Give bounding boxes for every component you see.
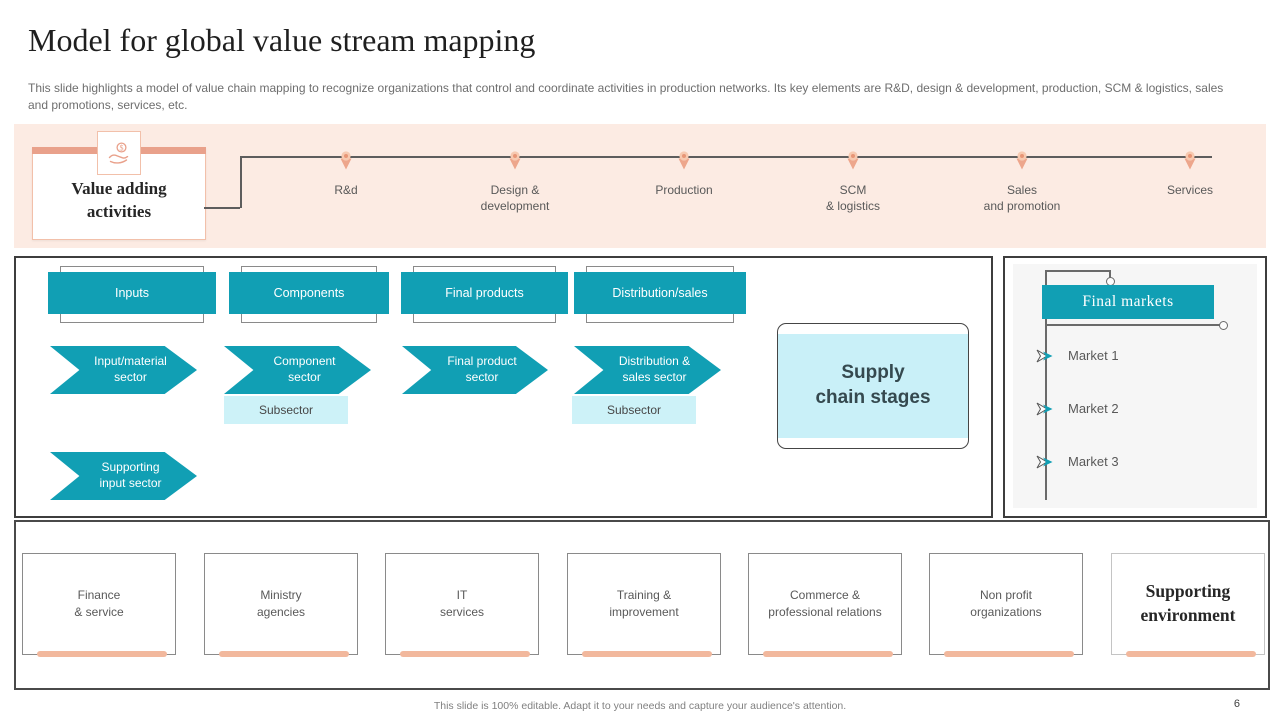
env-box-finance: Finance & service (22, 553, 176, 657)
map-pin-icon (678, 151, 690, 170)
market-item: Market 2 (1036, 401, 1119, 416)
value-adding-card: $ Value adding activities (32, 131, 206, 240)
map-pin-icon (847, 151, 859, 170)
line-endpoint-circle (1219, 321, 1228, 330)
page-title: Model for global value stream mapping (28, 22, 536, 58)
market-item: Market 3 (1036, 454, 1119, 469)
chain-box-inputs: Inputs (48, 266, 216, 323)
connector-horizontal (204, 207, 240, 209)
timeline-stage-services: Services (1115, 150, 1265, 199)
stage-label: Production (655, 183, 713, 197)
arrow-input-material-sector: Input/material sector (50, 346, 197, 394)
slide-description: This slide highlights a model of value c… (28, 81, 1224, 112)
connector-vertical (240, 156, 242, 208)
map-pin-icon (340, 151, 352, 170)
map-pin-icon (509, 151, 521, 170)
arrow-supporting-input-sector: Supporting input sector (50, 452, 197, 500)
market-label: Market 1 (1068, 348, 1119, 363)
env-box-training: Training & improvement (567, 553, 721, 657)
hand-coin-icon: $ (97, 131, 141, 175)
env-accent-bar (37, 651, 167, 657)
chain-box-label: Inputs (48, 272, 216, 314)
arrow-component-sector: Component sector (224, 346, 371, 394)
env-box-label: Ministry agencies (256, 588, 306, 619)
value-adding-card-title: Value adding activities (71, 179, 167, 221)
stage-label: Design & development (480, 183, 550, 213)
bracket-drop-line (1109, 270, 1111, 279)
footer-note: This slide is 100% editable. Adapt it to… (433, 700, 847, 712)
env-box-label: Finance & service (74, 588, 124, 619)
env-accent-bar (944, 651, 1074, 657)
value-adding-banner: $ Value adding activities R&d Des (14, 124, 1266, 248)
arrow-right-icon (1036, 455, 1053, 468)
bracket-top-line (1045, 270, 1110, 272)
stage-label: Services (1166, 183, 1213, 197)
timeline-stage-production: Production (609, 150, 759, 199)
supporting-environment-panel: Finance & service Ministry agencies IT s… (14, 520, 1270, 690)
chain-box-label: Distribution/sales (574, 272, 746, 314)
env-box-label: Commerce & professional relations (768, 588, 882, 619)
page-number: 6 (1233, 698, 1240, 710)
chain-box-label: Components (229, 272, 389, 314)
timeline-line (240, 156, 1212, 158)
env-box-label: Non profit organizations (970, 588, 1042, 619)
market-label: Market 2 (1068, 401, 1119, 416)
env-box-ministry: Ministry agencies (204, 553, 358, 657)
stage-label: SCM & logistics (825, 183, 881, 213)
markets-horizontal-line (1045, 324, 1221, 326)
env-accent-bar (582, 651, 712, 657)
env-accent-bar (219, 651, 349, 657)
timeline-stage-design: Design & development (440, 150, 590, 214)
arrow-right-icon (1036, 402, 1053, 415)
chain-box-final-products: Final products (401, 266, 568, 323)
env-box-label: IT services (439, 588, 484, 619)
markets-vertical-line (1045, 270, 1047, 500)
timeline-stage-rnd: R&d (271, 150, 421, 199)
subsector-box: Subsector (572, 396, 696, 424)
arrow-final-product-sector: Final product sector (402, 346, 548, 394)
arrow-right-icon (1036, 349, 1053, 362)
env-accent-bar (400, 651, 530, 657)
timeline-stage-sales: Sales and promotion (947, 150, 1097, 214)
arrow-distribution-sales-sector: Distribution & sales sector (574, 346, 721, 394)
svg-text:$: $ (120, 143, 124, 152)
env-box-it: IT services (385, 553, 539, 657)
subsector-box: Subsector (224, 396, 348, 424)
env-box-nonprofit: Non profit organizations (929, 553, 1083, 657)
supply-chain-stages-box: Supply chain stages (777, 323, 969, 449)
map-pin-icon (1184, 151, 1196, 170)
env-accent-bar (763, 651, 893, 657)
map-pin-icon (1016, 151, 1028, 170)
chain-box-distribution: Distribution/sales (574, 266, 746, 323)
final-markets-header: Final markets (1042, 285, 1214, 319)
env-box-label: Training & improvement (609, 588, 679, 619)
timeline-stage-scm: SCM & logistics (778, 150, 928, 214)
chain-box-label: Final products (401, 272, 568, 314)
env-accent-bar (1126, 651, 1256, 657)
supporting-environment-title: Supporting environment (1111, 553, 1265, 657)
chain-box-components: Components (229, 266, 389, 323)
market-label: Market 3 (1068, 454, 1119, 469)
market-item: Market 1 (1036, 348, 1119, 363)
env-box-commerce: Commerce & professional relations (748, 553, 902, 657)
env-title-label: Supporting environment (1140, 581, 1236, 625)
stage-label: Sales and promotion (983, 183, 1061, 213)
final-markets-panel: Final markets Market 1 Market 2 Market 3 (1003, 256, 1267, 518)
supply-chain-diagram: Inputs Components Final products Distrib… (14, 256, 993, 518)
stage-label: R&d (334, 183, 358, 197)
